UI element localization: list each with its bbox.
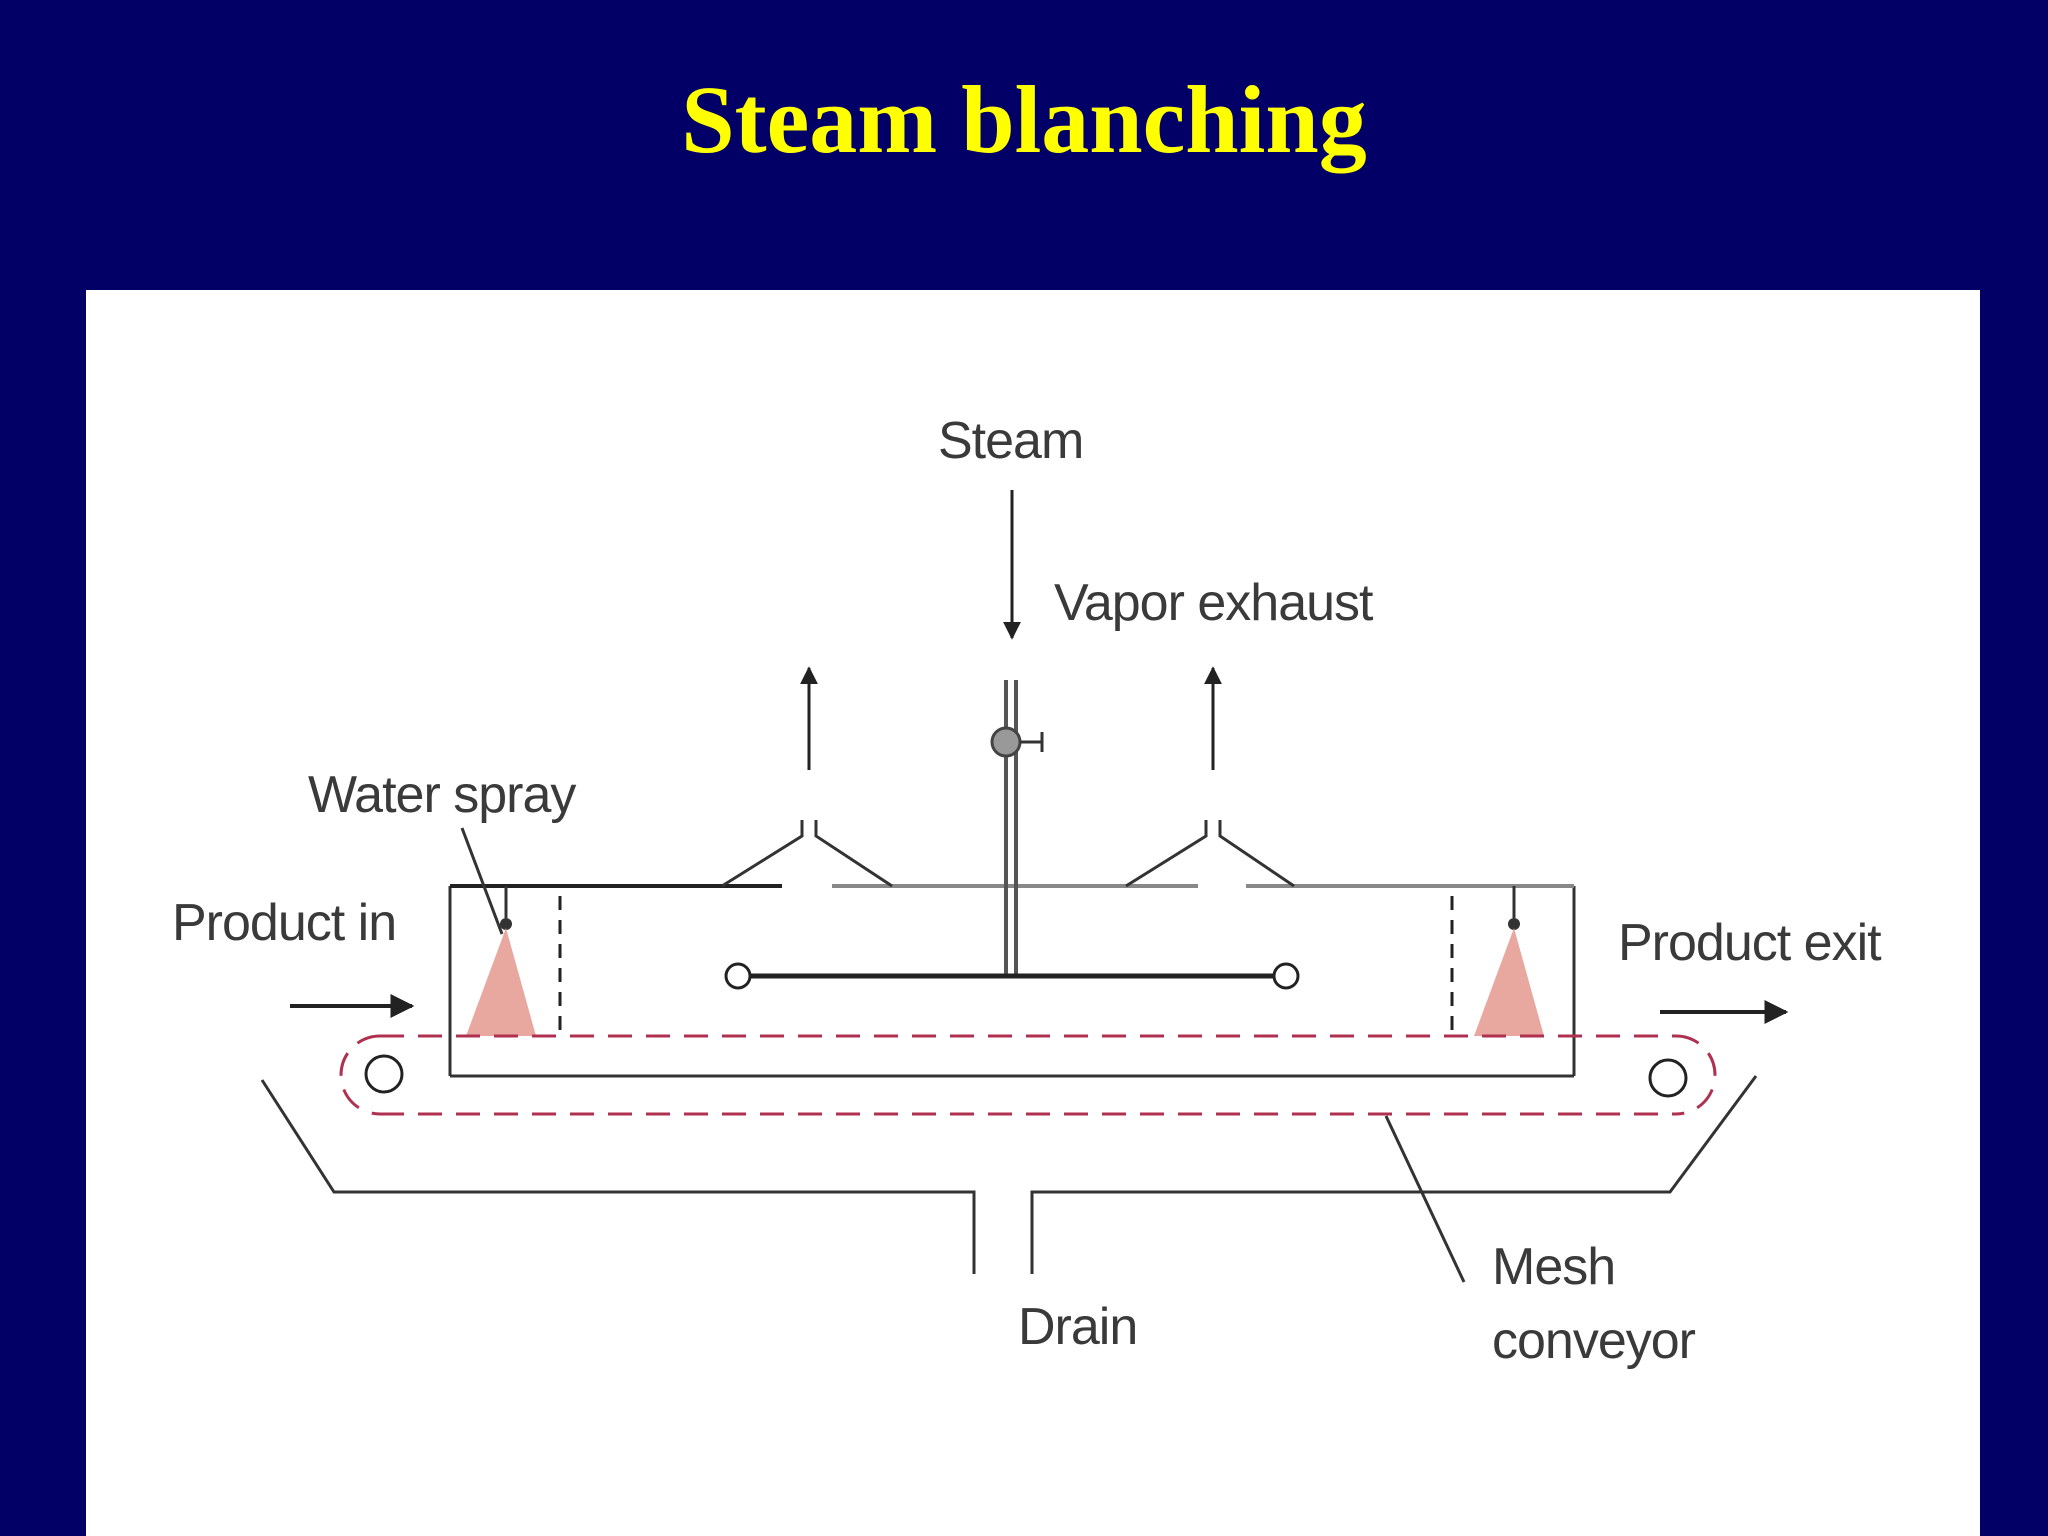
water-spray-label: Water spray	[308, 766, 576, 824]
mesh-conveyor-leader	[1384, 1115, 1466, 1283]
product-exit-label: Product exit	[1618, 914, 1882, 972]
drain-trough	[260, 1075, 1758, 1274]
water-spray-nozzle-left	[466, 886, 536, 1036]
steam-manifold	[724, 962, 1300, 990]
conveyor-label: conveyor	[1492, 1312, 1696, 1370]
water-spray-leader	[460, 827, 504, 935]
steam-pipe	[1004, 680, 1018, 974]
drain-label: Drain	[1018, 1298, 1137, 1356]
product-in-label: Product in	[172, 894, 396, 952]
blanching-chamber	[448, 884, 1576, 1078]
mesh-label: Mesh	[1492, 1238, 1615, 1296]
vapor-exhaust-label: Vapor exhaust	[1054, 574, 1374, 632]
diagram-panel: Steam Vapor exhaust Water spray Product …	[86, 290, 1980, 1536]
mesh-conveyor-belt	[339, 1034, 1717, 1116]
steam-label: Steam	[938, 412, 1083, 470]
conveyor-roller-left	[364, 1054, 404, 1094]
vapor-exhaust-hood-right	[1125, 666, 1295, 888]
steam-valve	[990, 726, 1044, 758]
steam-blancher-diagram: Steam Vapor exhaust Water spray Product …	[172, 412, 1883, 1370]
conveyor-roller-right	[1648, 1058, 1688, 1098]
vapor-exhaust-hood-left	[721, 666, 893, 888]
water-spray-nozzle-right	[1474, 886, 1544, 1036]
slide-title: Steam blanching	[681, 66, 1367, 173]
